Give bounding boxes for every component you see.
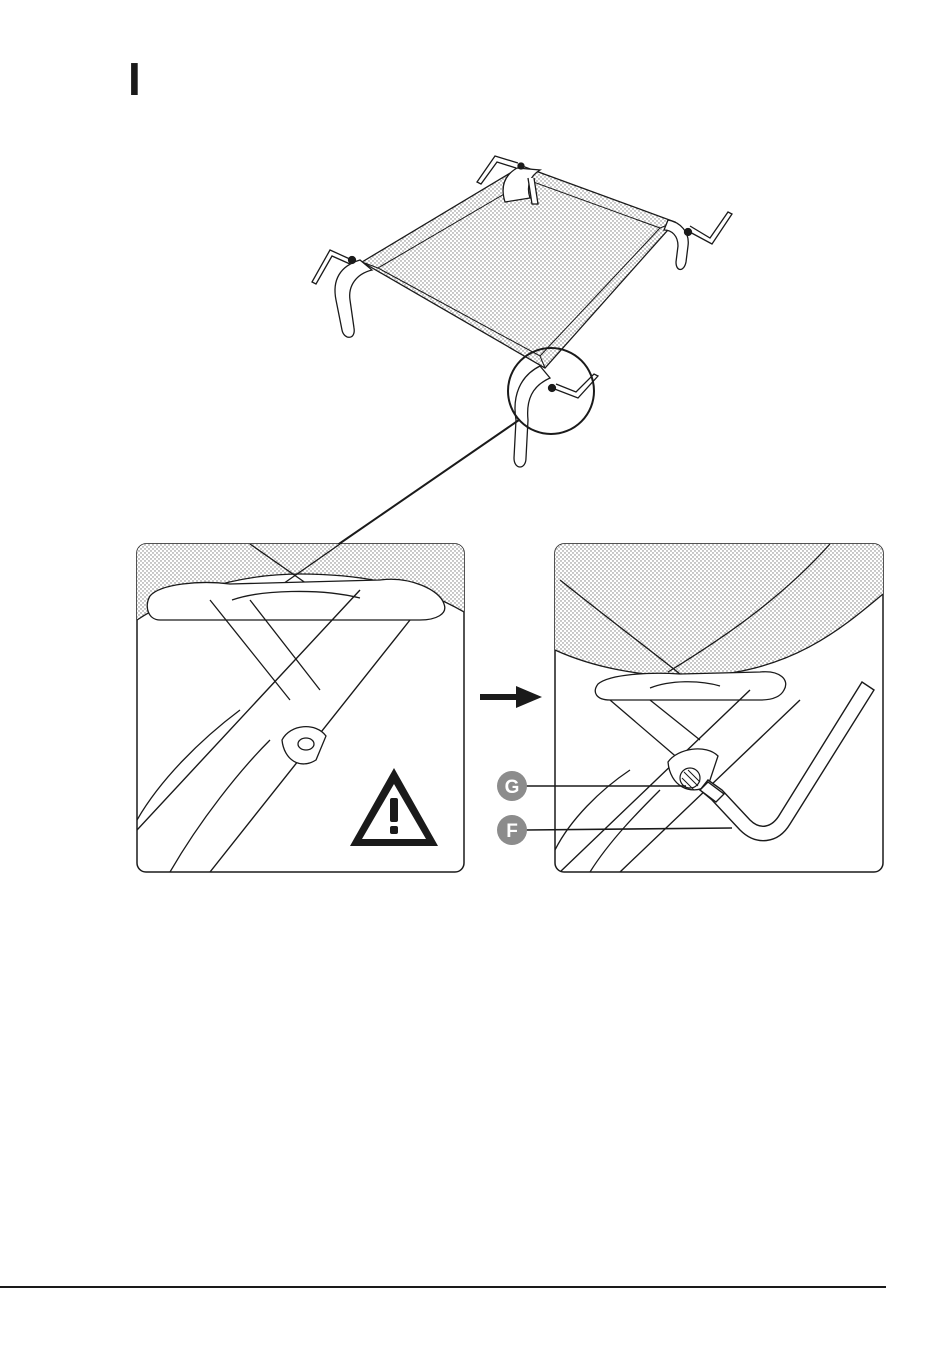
callout-g-label: G <box>505 777 520 798</box>
detail-panel-after <box>555 544 883 872</box>
right-leg <box>664 212 732 270</box>
callout-f-label: F <box>506 821 518 842</box>
bed-frame-overview <box>312 156 732 546</box>
callout-f: F <box>497 815 527 845</box>
right-arrow-icon <box>480 686 542 708</box>
detail-panel-before <box>137 544 464 872</box>
callout-g: G <box>497 771 527 801</box>
left-leg <box>312 250 372 337</box>
hex-key-right <box>686 212 732 244</box>
detail-leader-line <box>336 420 519 546</box>
